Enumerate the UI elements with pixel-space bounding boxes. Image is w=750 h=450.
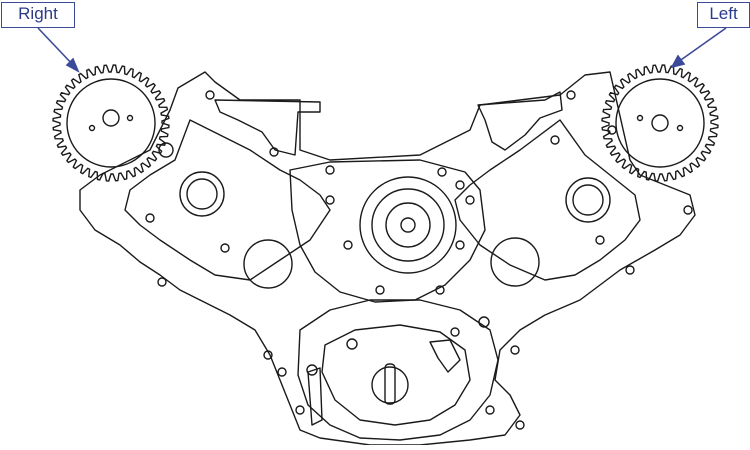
right-leader-arrowhead	[65, 57, 80, 73]
crank-snout	[371, 366, 409, 404]
left-bank-inner	[124, 119, 331, 281]
bolt-holes	[145, 90, 693, 430]
left-leader-arrowhead	[670, 54, 686, 69]
right-sprocket-hole-b	[126, 114, 134, 122]
valley-cover	[289, 159, 486, 303]
lower-cover-inner	[321, 324, 471, 426]
left-cam-sprocket	[601, 64, 719, 182]
left-sprocket-body	[615, 78, 705, 168]
left-cam-bore-inner	[186, 178, 218, 210]
left-leader-line	[677, 27, 727, 63]
lower-cover	[297, 299, 499, 441]
right-sprocket-body	[66, 78, 156, 168]
tensioner	[429, 339, 461, 373]
right-sprocket-hole-a	[88, 124, 96, 132]
left-lower-bore	[243, 239, 293, 289]
callout-arrows	[37, 27, 727, 73]
right-lower-bore	[490, 237, 540, 287]
right-cam-bore-inner	[572, 184, 604, 216]
right-cam-bore	[565, 177, 611, 223]
left-sprocket-hole-b	[676, 124, 684, 132]
right-cam-sprocket	[52, 64, 174, 182]
water-pump-outer	[359, 176, 457, 274]
left-sprocket-hub	[651, 114, 669, 132]
left-sprocket-hole-a	[636, 114, 644, 122]
engine-block-outline	[79, 71, 696, 446]
right-leader-line	[37, 27, 75, 67]
right-sprocket-mount	[158, 142, 174, 158]
right-sprocket-teeth	[52, 64, 170, 182]
left-bracket	[214, 99, 321, 156]
right-bank-inner	[454, 119, 641, 281]
right-callout-label: Right	[1, 2, 75, 28]
crank-key	[384, 363, 396, 405]
left-sprocket-teeth	[601, 64, 719, 182]
water-pump-ring-inner	[385, 202, 431, 248]
water-pump-ring	[371, 188, 445, 262]
right-sprocket-hub	[102, 109, 120, 127]
left-cam-bore	[179, 171, 225, 217]
right-bracket	[477, 91, 563, 151]
left-guide	[307, 367, 323, 426]
water-pump-hub	[400, 217, 416, 233]
left-callout-label: Left	[697, 2, 750, 28]
